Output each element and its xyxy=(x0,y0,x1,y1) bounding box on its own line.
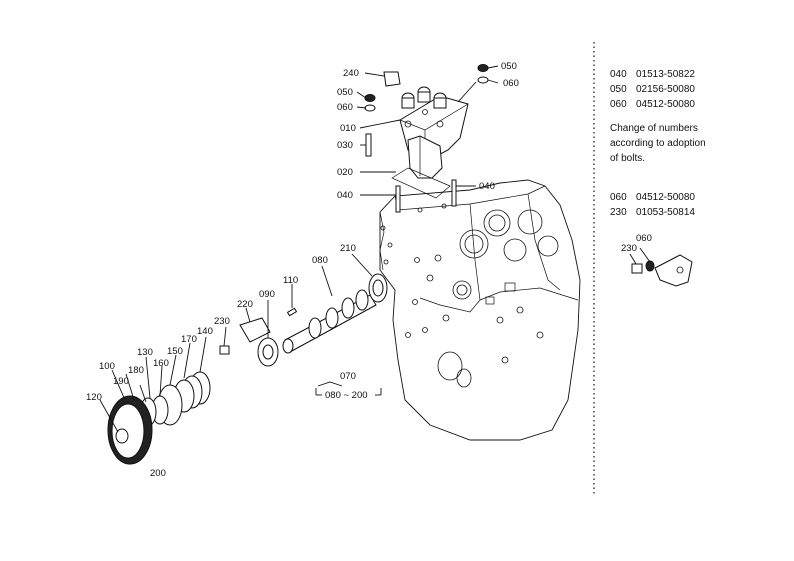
nut-050-left xyxy=(364,94,376,102)
bolt-230 xyxy=(219,345,230,355)
part-row: 060 04512-50080 xyxy=(610,190,695,205)
fitting-240 xyxy=(383,71,401,87)
pump-gasket xyxy=(391,167,451,199)
callout-060-right: 060 xyxy=(503,78,519,89)
stud-bolts xyxy=(395,179,457,213)
callout-220: 220 xyxy=(237,299,253,310)
camshaft xyxy=(282,289,377,354)
washer-060-left xyxy=(364,104,376,112)
callout-240: 240 xyxy=(343,68,359,79)
injection-pump xyxy=(399,86,469,179)
callout-070-range: 080 ~ 200 xyxy=(325,390,368,401)
part-number: 01513-50822 xyxy=(636,69,695,80)
part-list-bottom: 060 04512-50080 230 01053-50814 xyxy=(610,190,695,220)
leader-lines xyxy=(99,65,499,433)
part-list-top: 040 01513-50822 050 02156-50080 060 04512-5… xyxy=(610,67,695,112)
callout-110: 110 xyxy=(283,275,298,286)
key-110 xyxy=(286,307,298,317)
callout-210: 210 xyxy=(340,243,356,254)
part-code: 060 xyxy=(610,99,627,110)
part-row: 060 04512-50080 xyxy=(610,97,695,112)
callout-100: 100 xyxy=(99,361,115,372)
callout-200: 200 xyxy=(150,468,166,479)
detail-callout-060: 060 xyxy=(636,233,652,244)
part-number: 02156-50080 xyxy=(636,84,695,95)
callout-230: 230 xyxy=(214,316,230,327)
callout-160: 160 xyxy=(153,358,169,369)
note-line: of bolts. xyxy=(610,153,646,164)
callout-060-left: 060 xyxy=(337,102,353,113)
callout-140: 140 xyxy=(197,326,213,337)
callout-090: 090 xyxy=(259,289,275,300)
part-row: 050 02156-50080 xyxy=(610,82,695,97)
callout-180: 180 xyxy=(128,365,144,376)
callout-190: 190 xyxy=(113,376,129,387)
callout-040-left: 040 xyxy=(337,190,353,201)
part-code: 050 xyxy=(610,84,627,95)
callout-050-right: 050 xyxy=(501,61,517,72)
note-line: Change of numbers xyxy=(610,123,698,134)
part-code: 060 xyxy=(610,192,627,203)
detail-callout-230: 230 xyxy=(621,243,637,254)
callout-040-right: 040 xyxy=(479,181,495,192)
callout-020: 020 xyxy=(337,167,353,178)
callout-080: 080 xyxy=(312,255,328,266)
bolt-030 xyxy=(365,133,372,157)
callout-070: 070 xyxy=(340,371,356,382)
callout-130: 130 xyxy=(137,347,153,358)
engine-block xyxy=(379,179,581,441)
part-number: 04512-50080 xyxy=(636,99,695,110)
nut-050-right xyxy=(477,64,489,72)
detail-view xyxy=(629,247,693,287)
change-note: Change of numbers according to adoption … xyxy=(610,121,760,166)
part-row: 040 01513-50822 xyxy=(610,67,695,82)
part-number: 04512-50080 xyxy=(636,192,695,203)
washer-060-right xyxy=(477,76,489,84)
callout-010: 010 xyxy=(340,123,356,134)
callout-050-left: 050 xyxy=(337,87,353,98)
part-code: 230 xyxy=(610,207,627,218)
callout-150: 150 xyxy=(167,346,183,357)
callout-030: 030 xyxy=(337,140,353,151)
retainer-plate-220 xyxy=(239,317,271,343)
callout-labels: 240 050 060 010 030 020 040 050 060 040 … xyxy=(86,61,652,479)
callout-170: 170 xyxy=(181,334,197,345)
camshaft-gear-200 xyxy=(107,395,153,465)
part-row: 230 01053-50814 xyxy=(610,205,695,220)
part-number: 01053-50814 xyxy=(636,207,695,218)
part-code: 040 xyxy=(610,69,627,80)
note-line: according to adoption xyxy=(610,138,706,149)
callout-120: 120 xyxy=(86,392,102,403)
